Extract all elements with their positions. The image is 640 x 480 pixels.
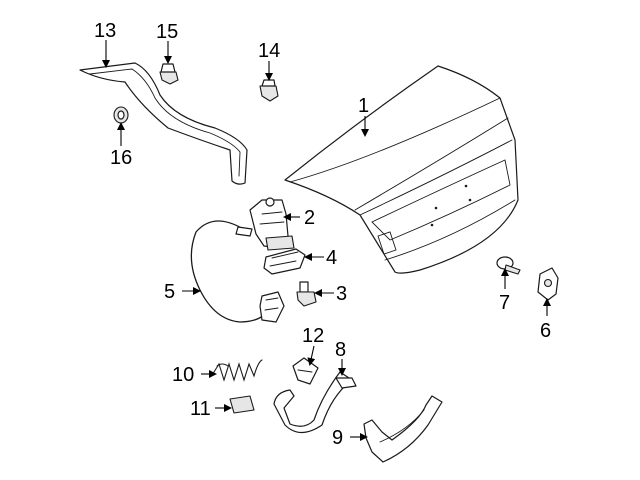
callout-14: 14 [258,40,280,62]
grommet-16 [113,106,129,124]
callout-16: 16 [110,147,132,169]
callout-8: 8 [335,339,346,361]
callout-3: 3 [336,283,347,305]
weatherstrip-seal [79,62,248,185]
striker-bumper [296,281,317,307]
leader-12 [307,345,316,366]
hinge-arm [273,371,357,434]
release-cable [190,220,285,323]
bracket-12 [292,357,319,385]
callout-12: 12 [302,325,324,347]
clip-14 [259,79,279,102]
latch-bracket [263,248,306,275]
callout-1: 1 [358,95,369,117]
callout-6: 6 [540,320,551,342]
spring-10 [213,359,263,382]
bracket-6 [537,267,559,301]
callout-13: 13 [94,20,116,42]
callout-7: 7 [499,292,510,314]
callout-11: 11 [190,398,211,420]
clip-15 [159,63,179,85]
callout-2: 2 [304,207,315,229]
callout-15: 15 [156,21,178,43]
callout-9: 9 [332,427,343,449]
screw-7 [496,256,521,275]
callout-4: 4 [326,247,337,269]
latch-actuator [249,197,295,251]
trim-panel [363,395,443,463]
callout-5: 5 [164,281,175,303]
trunk-lid [284,65,519,274]
pad-11 [229,395,255,414]
callout-10: 10 [172,364,194,386]
